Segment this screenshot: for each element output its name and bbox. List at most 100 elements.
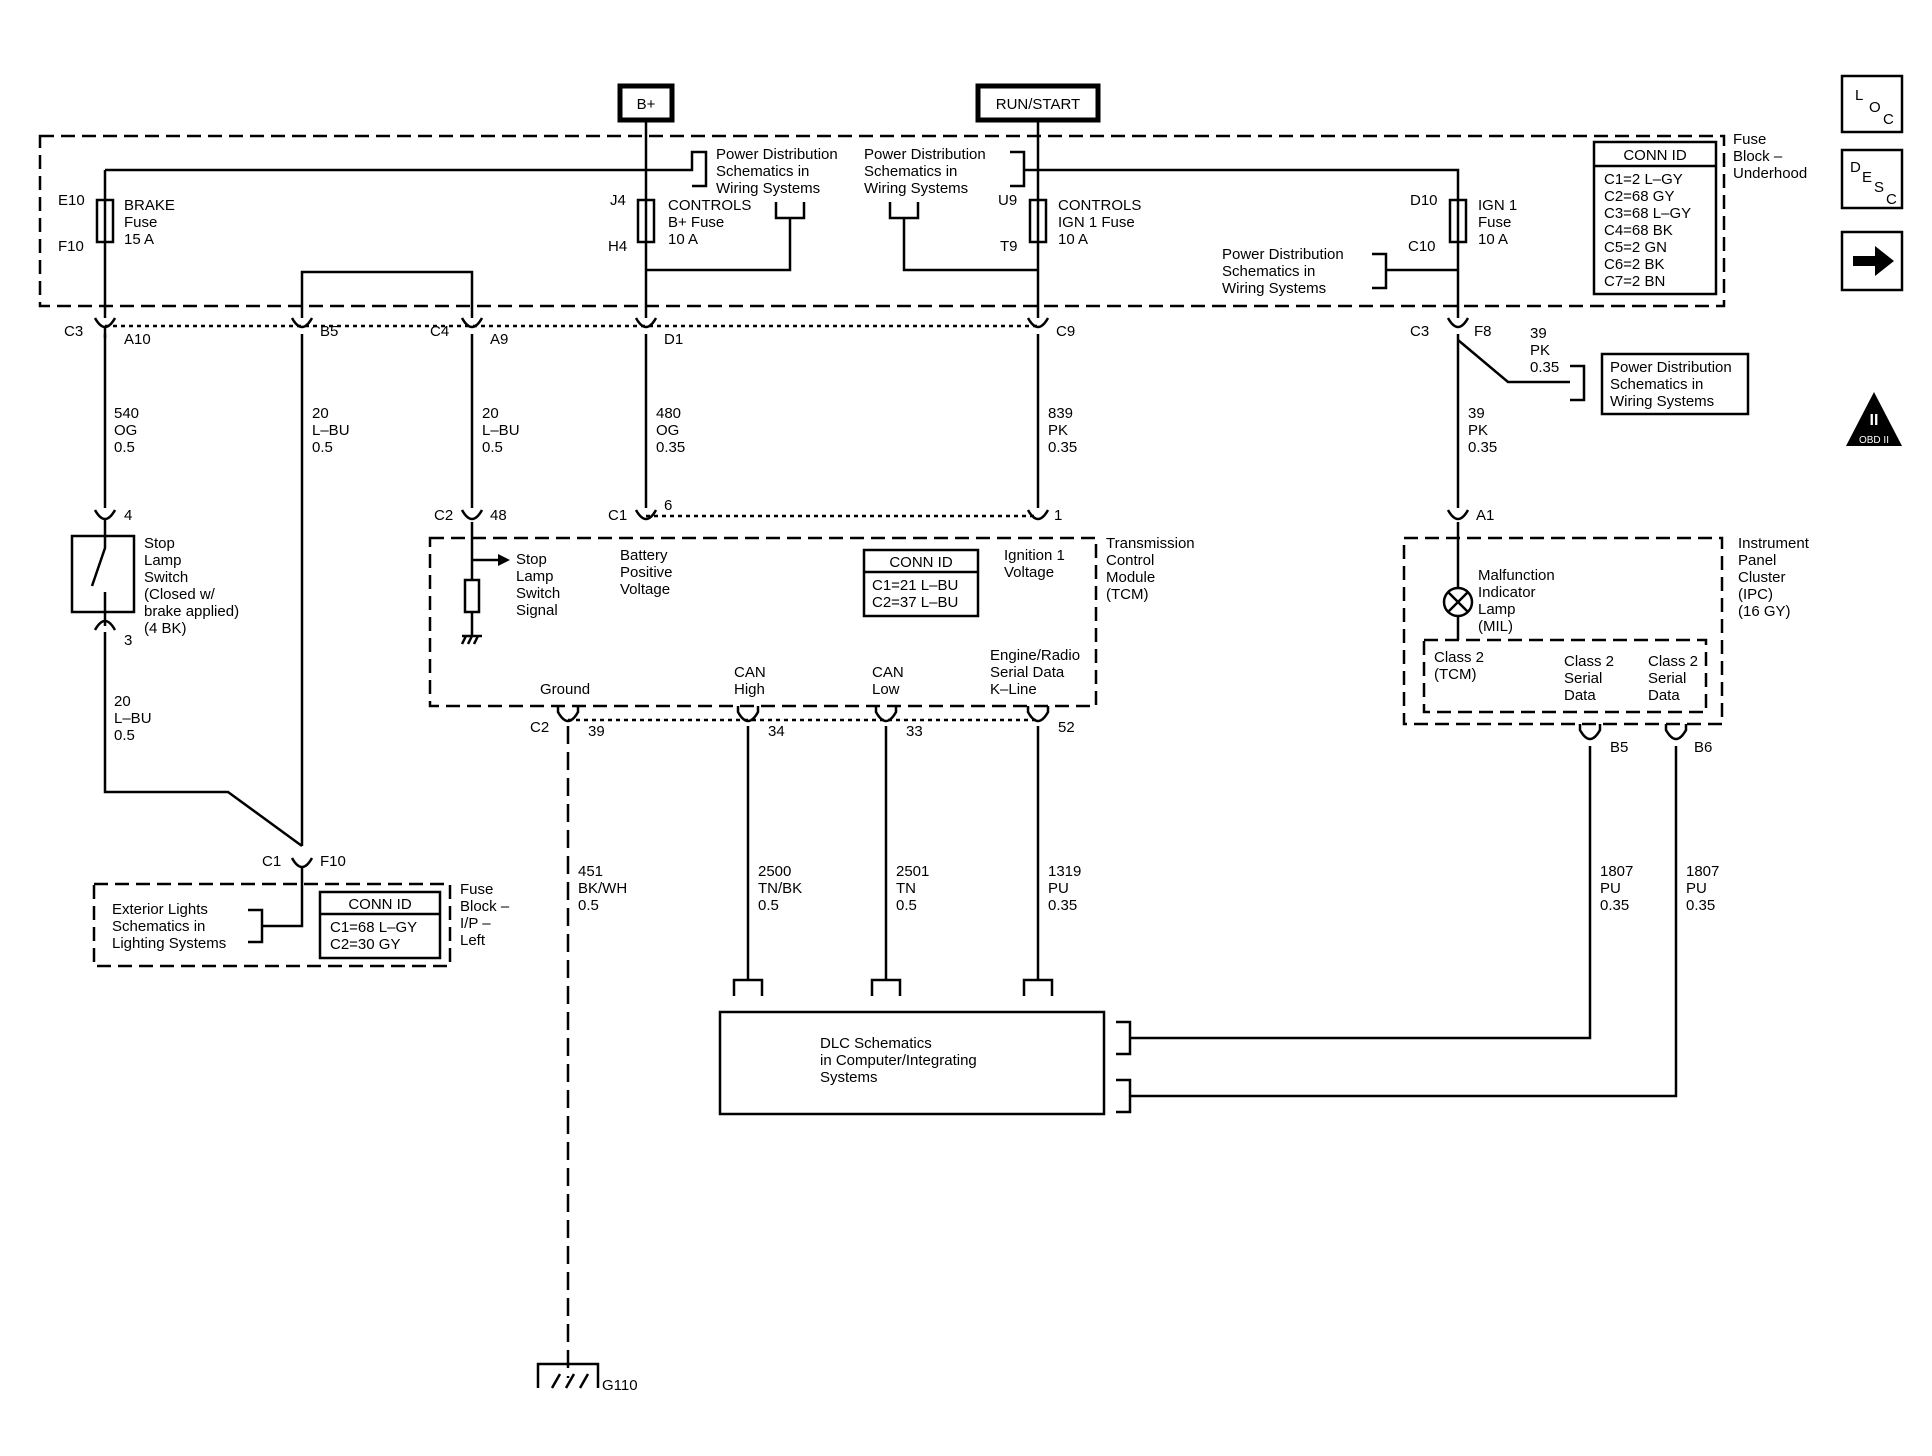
svg-text:C2=30 GY: C2=30 GY [330, 936, 400, 953]
svg-text:Data: Data [1564, 687, 1596, 704]
svg-text:D: D [1850, 159, 1861, 176]
svg-text:G110: G110 [602, 1377, 638, 1394]
svg-text:OBD II: OBD II [1859, 435, 1889, 446]
pd-ref-f8[interactable]: Power Distribution Schematics in Wiring … [1600, 352, 1750, 416]
svg-text:3: 3 [124, 632, 132, 649]
desc-icon[interactable]: D E S C [1840, 148, 1904, 210]
connector-d1: D1 [634, 317, 683, 348]
svg-text:Lighting Systems: Lighting Systems [112, 935, 226, 952]
svg-text:(MIL): (MIL) [1478, 618, 1513, 635]
svg-text:II: II [1870, 412, 1879, 429]
tcm-label: Transmission Control Module (TCM) [1106, 535, 1195, 603]
svg-text:CONTROLS: CONTROLS [668, 197, 751, 214]
svg-text:C1=68 L–GY: C1=68 L–GY [330, 919, 417, 936]
svg-text:C4=68 BK: C4=68 BK [1604, 222, 1673, 239]
svg-text:39: 39 [1468, 405, 1485, 422]
svg-text:CONN ID: CONN ID [348, 896, 412, 913]
ipc-class2-module [1422, 638, 1708, 714]
pd-ref-mid[interactable]: Power Distribution Schematics in Wiring … [864, 146, 1038, 272]
svg-text:Cluster: Cluster [1738, 569, 1786, 586]
ipc-boundary [1402, 536, 1724, 726]
svg-text:O: O [1869, 99, 1881, 116]
svg-text:Stop: Stop [144, 535, 175, 552]
svg-text:0.5: 0.5 [578, 897, 599, 914]
svg-text:C3: C3 [64, 323, 83, 340]
tcm-ground-label: Ground [540, 681, 590, 698]
svg-text:6: 6 [664, 497, 672, 514]
svg-text:1807: 1807 [1600, 863, 1633, 880]
svg-text:brake applied): brake applied) [144, 603, 239, 620]
svg-text:C9: C9 [1056, 323, 1075, 340]
svg-text:(Closed w/: (Closed w/ [144, 586, 216, 603]
svg-text:A1: A1 [1476, 507, 1494, 524]
svg-text:C: C [1886, 191, 1897, 208]
svg-text:Fuse: Fuse [124, 214, 157, 231]
svg-text:C6=2 BK: C6=2 BK [1604, 256, 1664, 273]
exterior-lights-ref[interactable]: Exterior Lights Schematics in Lighting S… [112, 901, 264, 952]
fuse-block-underhood-boundary [38, 134, 1726, 308]
svg-text:Wiring Systems: Wiring Systems [1610, 393, 1714, 410]
svg-text:L–BU: L–BU [482, 422, 520, 439]
dlc-reference[interactable]: DLC Schematics in Computer/Integrating S… [718, 1010, 1106, 1116]
svg-text:CONN ID: CONN ID [1623, 147, 1687, 164]
svg-text:F10: F10 [58, 238, 84, 255]
svg-text:IGN 1 Fuse: IGN 1 Fuse [1058, 214, 1135, 231]
svg-text:Power Distribution: Power Distribution [716, 146, 838, 163]
svg-text:C2: C2 [530, 719, 549, 736]
svg-text:39: 39 [1530, 325, 1547, 342]
svg-text:0.35: 0.35 [656, 439, 685, 456]
svg-text:Low: Low [872, 681, 900, 698]
svg-text:High: High [734, 681, 765, 698]
svg-text:0.35: 0.35 [1048, 439, 1077, 456]
svg-text:Lamp: Lamp [516, 568, 554, 585]
svg-text:Instrument: Instrument [1738, 535, 1810, 552]
svg-text:0.35: 0.35 [1468, 439, 1497, 456]
svg-text:J4: J4 [610, 192, 626, 209]
brake-fuse: E10 F10 BRAKE Fuse 15 A [58, 192, 175, 255]
tcm-conn-id: CONN ID C1=21 L–BU C2=37 L–BU [862, 548, 980, 618]
svg-text:U9: U9 [998, 192, 1017, 209]
svg-text:0.5: 0.5 [312, 439, 333, 456]
svg-text:Wiring Systems: Wiring Systems [1222, 280, 1326, 297]
svg-text:(IPC): (IPC) [1738, 586, 1773, 603]
loc-icon[interactable]: L O C [1840, 74, 1904, 134]
svg-text:OG: OG [114, 422, 137, 439]
connector-c3-a10: C3 A10 [64, 317, 151, 348]
tcm-battery-voltage: Battery Positive Voltage [620, 547, 673, 598]
bplus-source: B+ [617, 83, 675, 123]
svg-text:0.35: 0.35 [1530, 359, 1559, 376]
svg-text:TN: TN [896, 880, 916, 897]
connector-c1-6: C1 6 [608, 497, 672, 524]
svg-text:C1: C1 [608, 507, 627, 524]
connector-c3-f8: C3 F8 [1410, 317, 1492, 340]
pd-ref-left[interactable]: Power Distribution Schematics in Wiring … [646, 146, 838, 272]
svg-text:CONN ID: CONN ID [889, 554, 953, 571]
svg-text:H4: H4 [608, 238, 627, 255]
svg-text:Power Distribution: Power Distribution [864, 146, 986, 163]
svg-text:D10: D10 [1410, 192, 1438, 209]
connector-c4-a9: C4 A9 [430, 317, 508, 348]
next-arrow-icon[interactable] [1840, 230, 1904, 292]
connector-b6-ipc: B6 [1664, 724, 1712, 756]
svg-text:PU: PU [1686, 880, 1707, 897]
svg-text:0.35: 0.35 [1048, 897, 1077, 914]
svg-text:Lamp: Lamp [1478, 601, 1516, 618]
runstart-label: RUN/START [996, 96, 1080, 113]
svg-text:CAN: CAN [872, 664, 904, 681]
svg-text:DLC Schematics: DLC Schematics [820, 1035, 932, 1052]
wire-20-b5: 20L–BU0.5 [312, 405, 350, 456]
svg-text:(4 BK): (4 BK) [144, 620, 187, 637]
runstart-source: RUN/START [975, 83, 1101, 123]
svg-text:Transmission: Transmission [1106, 535, 1195, 552]
svg-text:CAN: CAN [734, 664, 766, 681]
svg-text:C2: C2 [434, 507, 453, 524]
svg-text:Switch: Switch [144, 569, 188, 586]
svg-text:0.5: 0.5 [482, 439, 503, 456]
svg-text:Malfunction: Malfunction [1478, 567, 1555, 584]
svg-text:15 A: 15 A [124, 231, 154, 248]
pd-ref-right[interactable]: Power Distribution Schematics in Wiring … [1222, 246, 1458, 297]
mil-lamp-icon [1442, 522, 1474, 640]
